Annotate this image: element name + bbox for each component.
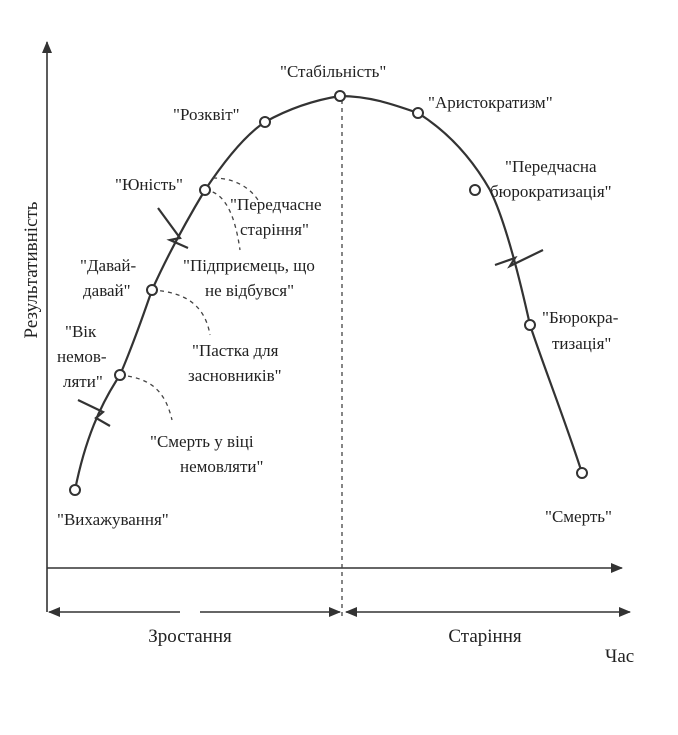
label-entrepreneur-1: "Підприємець, що [183, 256, 315, 275]
label-infancy-2: немов- [57, 347, 107, 366]
break-mark-infancy [77, 399, 111, 427]
node-go-go [146, 284, 158, 296]
label-prime: "Розквіт" [173, 105, 240, 124]
label-infant-mortality-1: "Смерть у віці [150, 432, 254, 451]
break-mark-bureaucracy [494, 249, 544, 269]
node-death [576, 467, 588, 479]
trap-curve-founder [151, 289, 211, 336]
lifecycle-curve [73, 94, 584, 491]
node-adolescence [199, 184, 211, 196]
label-adolescence: "Юність" [115, 175, 183, 194]
node-bureaucracy [524, 319, 536, 331]
label-aristocracy: "Аристократизм" [428, 93, 553, 112]
y-axis-label: Результативність [21, 201, 42, 338]
label-founder-trap-1: "Пастка для [192, 341, 279, 360]
x-axis-label: Час [605, 646, 634, 667]
label-courtship: "Вихажування" [57, 510, 169, 529]
label-stability: "Стабільність" [280, 62, 386, 81]
node-infancy [114, 369, 126, 381]
label-bureaucracy-2: тизація" [552, 334, 611, 353]
node-courtship [69, 484, 81, 496]
label-go-go-1: "Давай- [80, 256, 137, 275]
node-early-bureaucracy [469, 184, 481, 196]
label-infancy-3: ляти" [63, 372, 103, 391]
label-death: "Смерть" [545, 507, 612, 526]
label-early-bureaucracy-2: бюрократизація" [490, 182, 612, 201]
trap-curve-premature-aging [212, 177, 259, 201]
label-go-go-2: давай" [83, 281, 131, 300]
phase-aging-label: Старіння [448, 626, 522, 647]
label-bureaucracy-1: "Бюрокра- [542, 308, 619, 327]
label-early-bureaucracy-1: "Передчасна [505, 157, 597, 176]
trap-curve-infant-mortality [119, 374, 173, 421]
label-premature-aging-2: старіння" [240, 220, 309, 239]
node-prime [259, 116, 271, 128]
phase-growth-label: Зростання [148, 626, 232, 647]
break-mark-adolescence [157, 207, 189, 250]
label-premature-aging-1: "Передчасне [230, 195, 322, 214]
trap-curve-entrepreneur [204, 189, 241, 251]
label-infancy-1: "Вік [65, 322, 97, 341]
label-founder-trap-2: засновників" [188, 366, 282, 385]
node-aristocracy [412, 107, 424, 119]
label-entrepreneur-2: не відбувся" [205, 281, 294, 300]
node-stability [334, 90, 346, 102]
label-infant-mortality-2: немовляти" [180, 457, 263, 476]
